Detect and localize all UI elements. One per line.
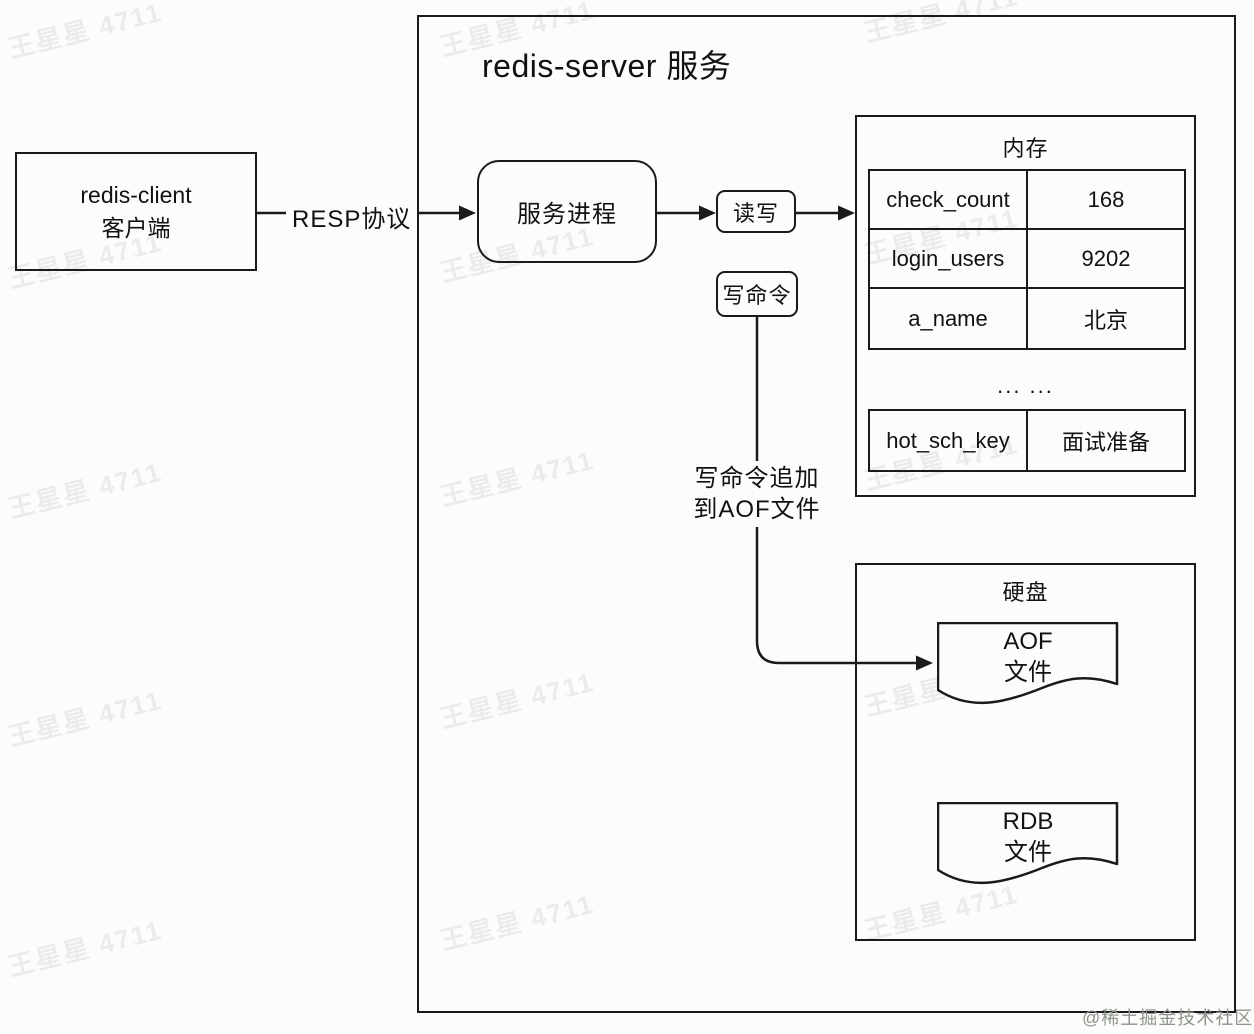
- redis-client-box: redis-client 客户端: [15, 152, 257, 271]
- watermark-text: 王星星 4711: [5, 684, 166, 752]
- table-row: login_users 9202: [870, 230, 1184, 289]
- rdb-doc-line2: 文件: [1004, 839, 1052, 866]
- disk-title: 硬盘: [1002, 580, 1049, 605]
- kv-value-cell: 168: [1087, 186, 1125, 212]
- redis-client-label-line2: 客户端: [101, 214, 171, 241]
- document-shape-icon: [937, 622, 1119, 705]
- kv-key-cell: hot_sch_key: [870, 411, 1028, 470]
- aof-doc-line1: AOF: [1003, 628, 1053, 655]
- aof-append-note: 写命令追加 到AOF文件: [672, 461, 842, 527]
- hot-key-table: hot_sch_key 面试准备: [868, 409, 1186, 472]
- aof-doc-line2: 文件: [1004, 659, 1052, 686]
- kv-value-cell: 北京: [1083, 307, 1128, 333]
- table-row: a_name 北京: [870, 289, 1184, 348]
- aof-file-document: AOF 文件: [937, 622, 1119, 714]
- community-credit: @稀土掘金技术社区: [1082, 1008, 1254, 1028]
- document-shape-icon: [937, 802, 1119, 885]
- table-row: check_count 168: [870, 171, 1184, 230]
- write-command-box: 写命令: [716, 271, 798, 317]
- memory-panel: 内存 check_count 168 login_users 9202 a_na…: [855, 115, 1196, 497]
- read-write-box: 读写: [716, 190, 796, 233]
- watermark-text: 王星星 4711: [5, 914, 166, 982]
- aof-doc-label: AOF 文件: [937, 626, 1119, 688]
- redis-client-label-line1: redis-client: [80, 181, 192, 208]
- kv-key-cell: check_count: [870, 171, 1028, 228]
- service-process-label: 服务进程: [517, 201, 617, 228]
- memory-ellipsis: ... ...: [997, 373, 1054, 398]
- kv-value-cell: 9202: [1081, 245, 1131, 271]
- aof-append-note-line2: 到AOF文件: [693, 496, 821, 523]
- disk-panel: 硬盘 AOF 文件 RDB 文件: [855, 563, 1196, 941]
- kv-key-cell: a_name: [870, 289, 1028, 348]
- rdb-doc-line1: RDB: [1002, 808, 1054, 835]
- kv-key-cell: login_users: [870, 230, 1028, 287]
- memory-kv-table: check_count 168 login_users 9202 a_name …: [868, 169, 1186, 350]
- redis-server-box: redis-server 服务: [417, 15, 1236, 1013]
- table-row: hot_sch_key 面试准备: [870, 411, 1184, 470]
- kv-value-cell: 面试准备: [1061, 429, 1150, 455]
- resp-protocol-label: RESP协议: [286, 198, 418, 235]
- service-process-box: 服务进程: [477, 160, 657, 263]
- watermark-text: 王星星 4711: [5, 0, 166, 64]
- memory-title: 内存: [1002, 136, 1049, 161]
- watermark-text: 王星星 4711: [5, 456, 166, 524]
- aof-append-note-line1: 写命令追加: [694, 465, 820, 492]
- write-command-label: 写命令: [722, 283, 792, 308]
- read-write-label: 读写: [732, 200, 779, 226]
- rdb-file-document: RDB 文件: [937, 802, 1119, 894]
- rdb-doc-label: RDB 文件: [937, 806, 1119, 868]
- redis-server-title: redis-server 服务: [482, 48, 732, 84]
